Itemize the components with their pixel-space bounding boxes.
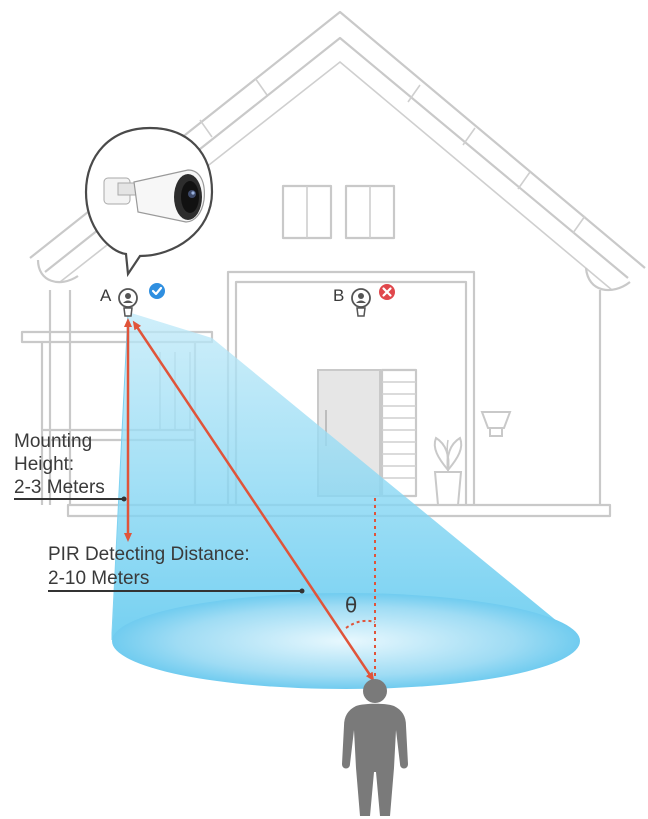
cross-icon	[379, 284, 395, 300]
check-icon	[149, 283, 165, 299]
detection-zone	[111, 311, 580, 689]
mounting-label-line2: Height:	[14, 454, 74, 475]
detecting-distance-label: PIR Detecting Distance: 2-10 Meters	[48, 544, 305, 594]
camera-icon	[103, 169, 205, 223]
person-icon	[342, 679, 408, 816]
pir-sensor-icon	[118, 288, 138, 317]
position-b-label: B	[333, 286, 344, 305]
detecting-distance-arrow	[132, 320, 375, 682]
position-a-label: A	[100, 286, 112, 305]
angle-theta-label: θ	[345, 593, 357, 617]
mounting-label-value: 2-3 Meters	[14, 477, 105, 498]
wall-light-icon	[480, 411, 512, 437]
mounting-height-label: Mounting Height: 2-3 Meters	[14, 431, 127, 502]
pir-sensor-icon	[351, 288, 371, 317]
pir-label-line1: PIR Detecting Distance:	[48, 544, 250, 565]
pir-label-value: 2-10 Meters	[48, 568, 149, 589]
mounting-label-line1: Mounting	[14, 431, 92, 452]
camera-callout	[84, 126, 214, 278]
position-b: B	[333, 284, 395, 317]
potted-plant-icon	[433, 436, 463, 506]
position-a: A	[100, 283, 165, 317]
